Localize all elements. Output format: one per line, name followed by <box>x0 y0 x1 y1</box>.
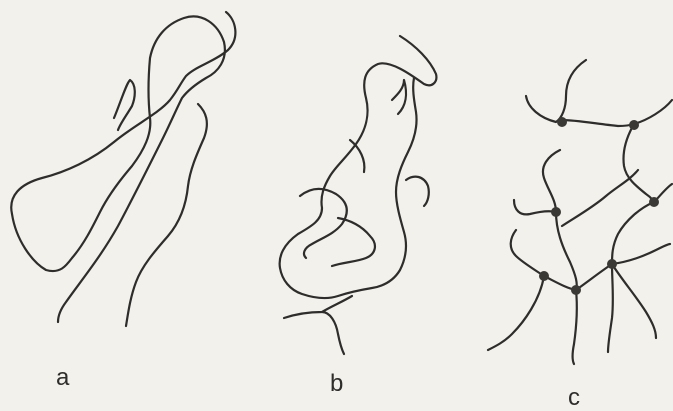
chain-c-13 <box>573 290 577 364</box>
chain-a-main <box>11 12 235 322</box>
chain-c-8 <box>612 244 670 264</box>
chain-c-5 <box>514 200 556 214</box>
chain-b-inner-3 <box>392 80 406 114</box>
chain-c-11 <box>544 276 576 290</box>
chain-c-2 <box>562 100 672 126</box>
crosslink-point-3 <box>551 207 561 217</box>
crosslink-point-1 <box>557 117 567 127</box>
chain-b-inner-4 <box>406 177 429 206</box>
chain-b-tail <box>284 296 352 354</box>
chain-c-6 <box>562 170 638 226</box>
chain-c-3 <box>623 124 654 202</box>
panel-label-a: a <box>56 366 69 390</box>
panel-c-network <box>488 60 672 364</box>
chain-c-9 <box>576 264 612 290</box>
panel-label-c: c <box>568 386 580 410</box>
crosslink-point-4 <box>649 197 659 207</box>
crosslink-point-5 <box>539 271 549 281</box>
crosslink-point-7 <box>571 285 581 295</box>
panel-a-chain <box>11 12 235 326</box>
chain-b-inner-2 <box>332 218 375 266</box>
crosslink-point-2 <box>629 120 639 130</box>
chain-c-12 <box>488 276 544 350</box>
crosslink-point-6 <box>607 259 617 269</box>
chain-c-15 <box>612 264 656 338</box>
chain-c-10 <box>511 230 544 276</box>
panel-b-chain <box>280 36 437 354</box>
chain-b-main <box>280 36 437 298</box>
chain-b-inner-5 <box>350 140 364 172</box>
chain-a-branch <box>114 80 135 130</box>
chain-a-tail <box>126 104 207 326</box>
chain-c-1 <box>526 60 586 122</box>
chain-b-inner-1 <box>300 189 347 258</box>
chain-c-7 <box>608 202 654 352</box>
panel-label-b: b <box>330 372 343 396</box>
